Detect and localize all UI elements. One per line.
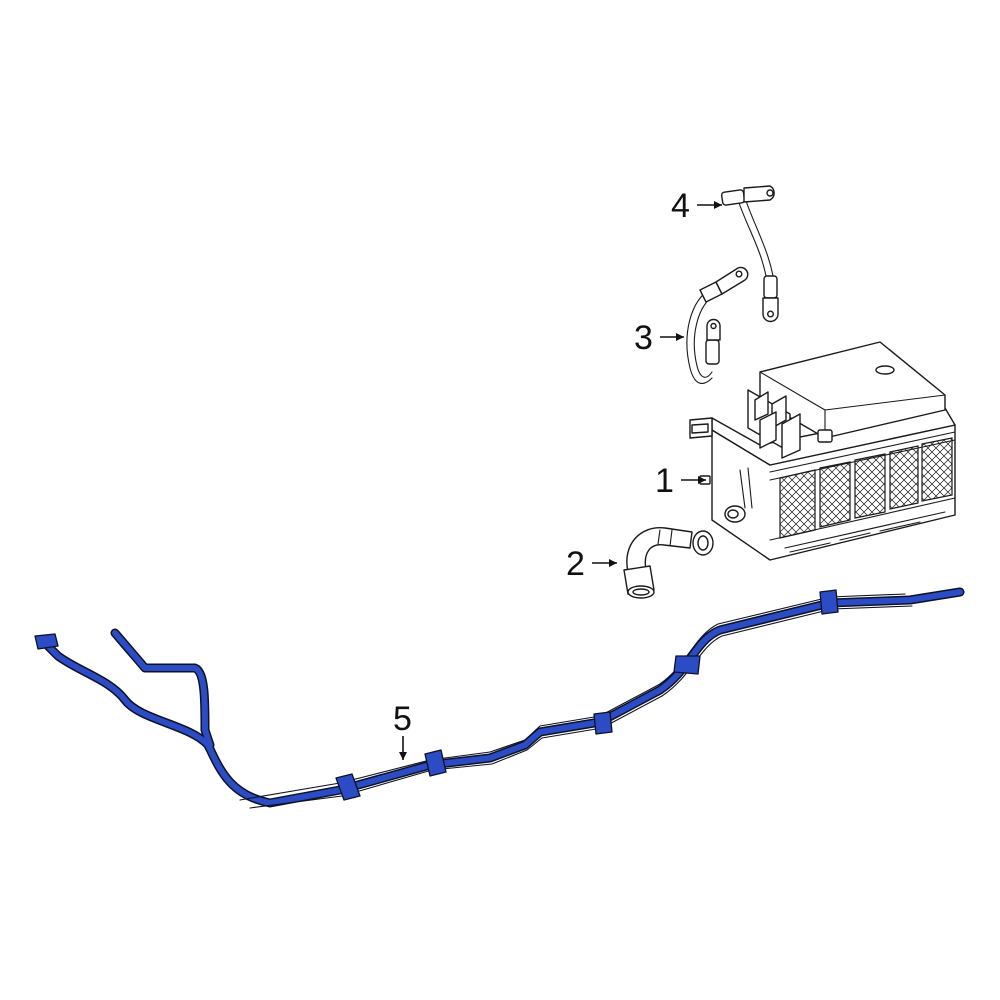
battery-cable-part[interactable] — [720, 185, 779, 323]
callout-1: 1 — [655, 462, 674, 500]
callout-2: 2 — [566, 545, 585, 583]
callout-5: 5 — [393, 700, 412, 738]
wiring-harness-part[interactable] — [34, 587, 965, 809]
vent-hose-part[interactable] — [623, 527, 714, 599]
leader-arrows — [399, 201, 722, 760]
callout-3: 3 — [634, 319, 653, 357]
callout-4: 4 — [671, 187, 690, 225]
ground-cable-part[interactable] — [686, 266, 749, 384]
battery-part[interactable] — [689, 341, 956, 561]
